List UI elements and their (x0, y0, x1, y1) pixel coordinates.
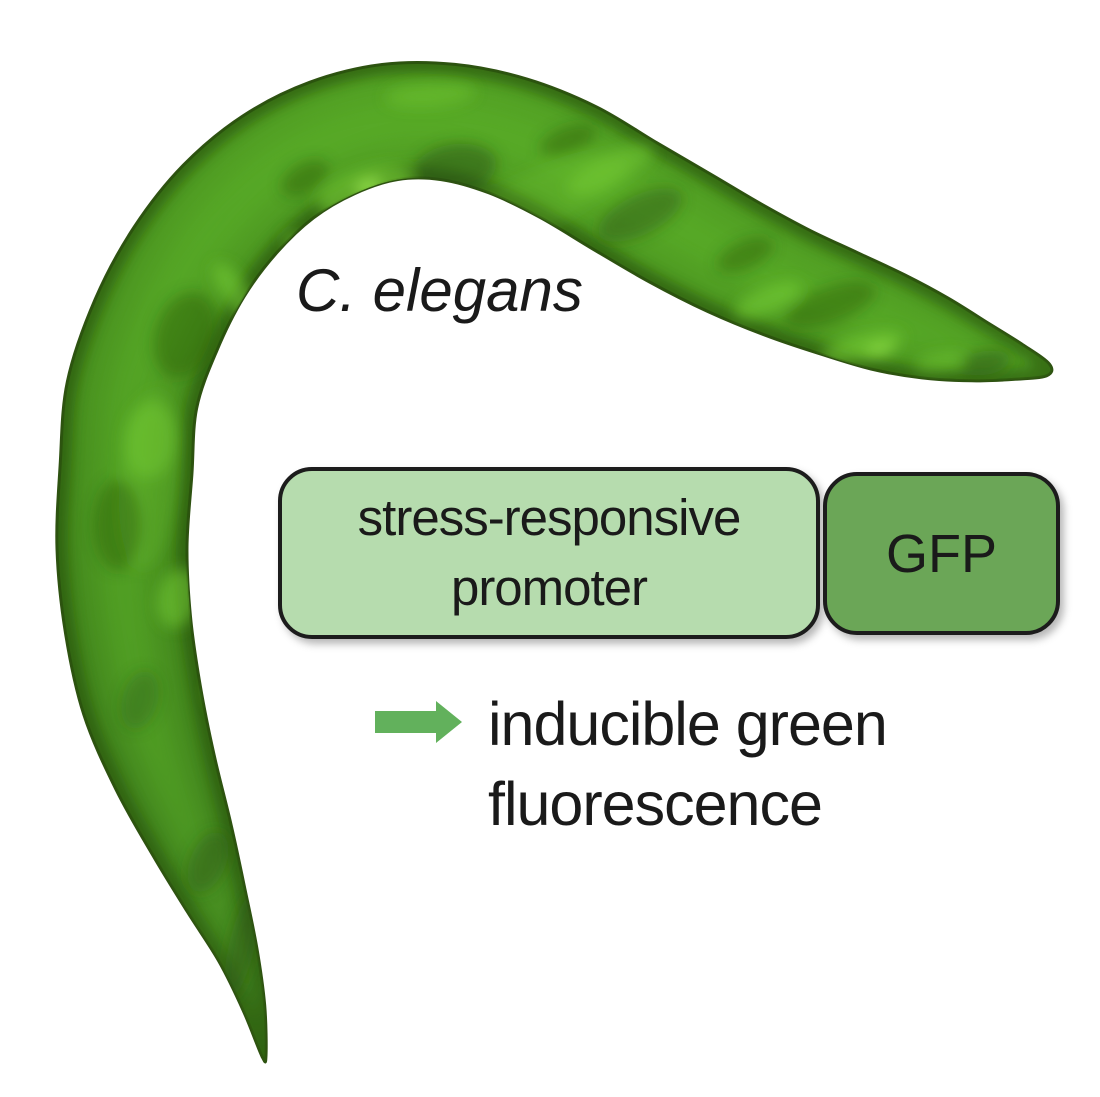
caption-line2: fluorescence (488, 770, 823, 838)
worm-texture-blob (207, 679, 259, 725)
worm-dark-rim (56, 62, 1052, 1063)
worm-texture-blob (717, 237, 773, 273)
worm-texture-blob (385, 82, 475, 108)
worm-texture-blob (224, 891, 260, 999)
worm-texture-blob (784, 281, 876, 329)
worm-texture-blob (821, 330, 903, 364)
result-caption: inducible green fluorescence (488, 684, 888, 844)
gfp-label: GFP (885, 523, 997, 584)
promoter-label-line2: promoter (450, 559, 648, 616)
caption-line1: inducible green (488, 690, 888, 758)
worm-texture-blob (914, 352, 966, 372)
worm-texture-blob (865, 342, 895, 358)
worm-texture-blob (240, 721, 266, 745)
worm-texture-blob (539, 124, 597, 156)
arrow-shape (375, 701, 462, 743)
worm-texture-blob (187, 831, 229, 893)
worm-texture-blob (120, 670, 160, 730)
organism-label: C. elegans (296, 257, 583, 324)
worm-texture-blob (734, 281, 802, 319)
promoter-box: stress-responsive promoter (278, 467, 820, 639)
promoter-label-line1: stress-responsive (357, 489, 742, 546)
worm-texture-blob (597, 187, 683, 243)
worm-texture-blob (281, 159, 329, 197)
worm-texture-blob (230, 693, 250, 707)
worm-texture-blob (94, 479, 142, 571)
result-arrow-icon (375, 701, 462, 743)
gfp-box: GFP (823, 472, 1060, 635)
worm-texture-blob (959, 350, 1011, 376)
worm-texture-blob (153, 292, 217, 378)
